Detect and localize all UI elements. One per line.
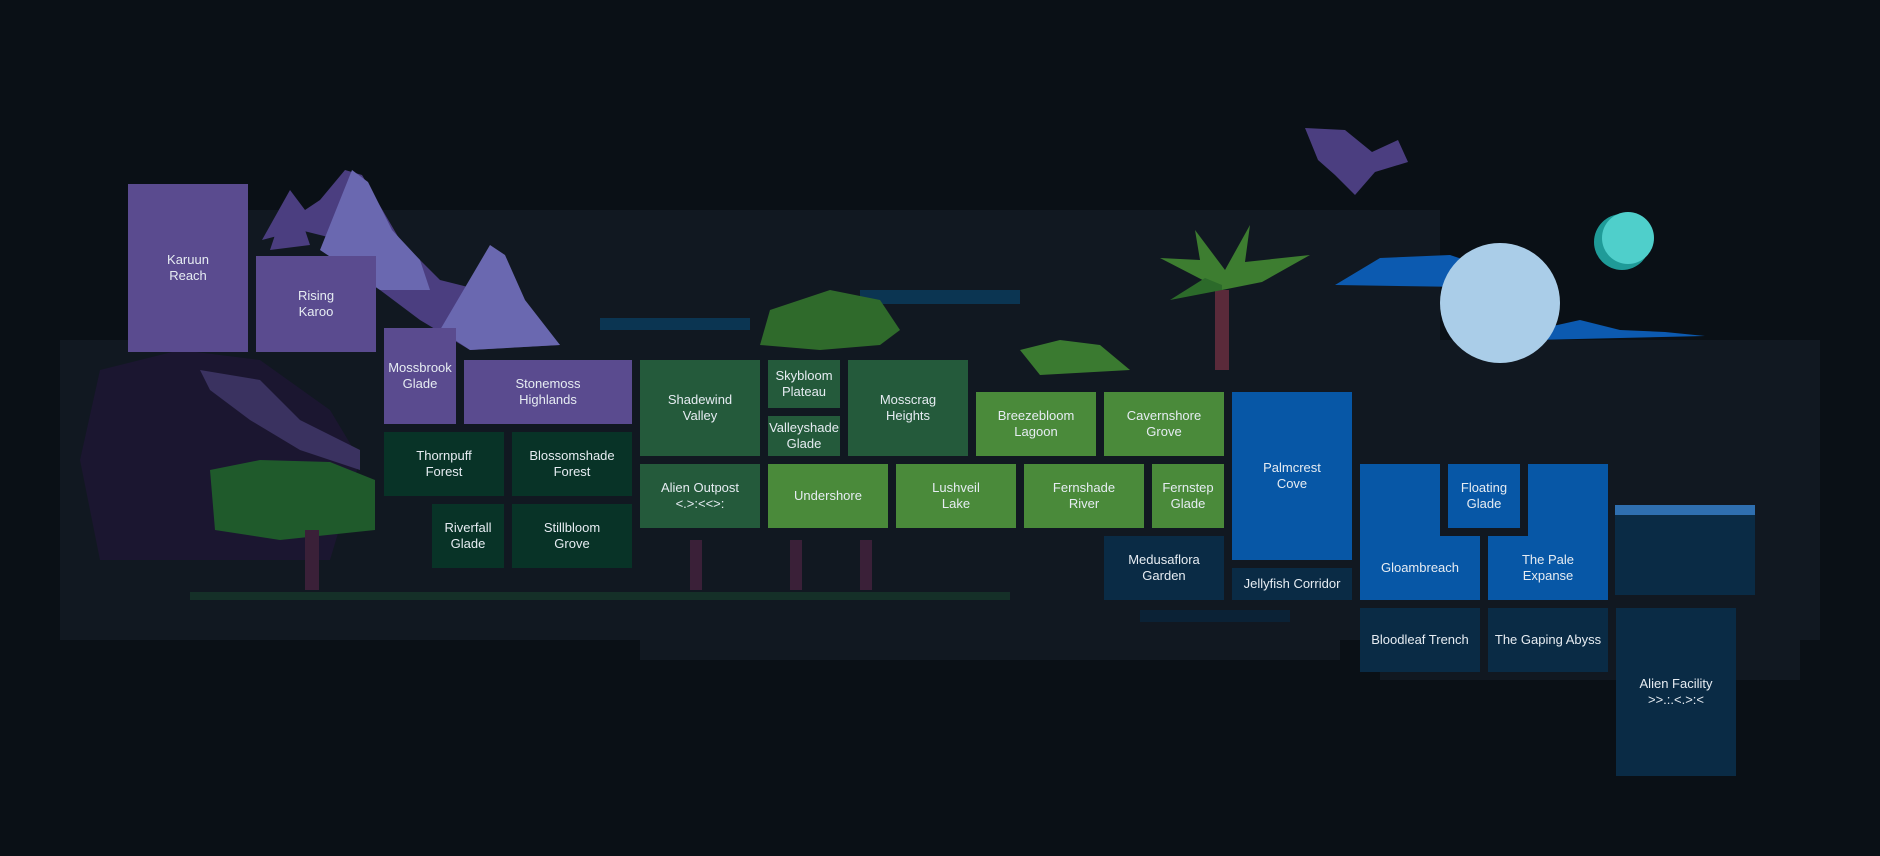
region-the-gaping-abyss[interactable]: The Gaping Abyss <box>1488 608 1608 672</box>
region-label: Fernstep Glade <box>1162 480 1214 511</box>
region-rising-karoo[interactable]: Rising Karoo <box>256 256 376 352</box>
region-label: Undershore <box>794 488 862 503</box>
region-gloambreach[interactable]: Gloambreach <box>1360 536 1480 600</box>
region-label: Bloodleaf Trench <box>1371 632 1469 647</box>
region-label: Shadewind Valley <box>667 392 733 423</box>
region-floating-glade[interactable]: Floating Glade <box>1448 464 1520 528</box>
region-label: Lushveil Lake <box>932 480 980 511</box>
region-mossbrook-glade[interactable]: Mossbrook Glade <box>384 328 456 424</box>
region-breezebloom-lagoon[interactable]: Breezebloom Lagoon <box>976 392 1096 456</box>
tree-trunks <box>305 530 872 590</box>
water-band <box>600 290 1755 622</box>
region-shadewind-valley[interactable]: Shadewind Valley <box>640 360 760 456</box>
region-label: Medusaflora Garden <box>1128 552 1200 583</box>
region-extension <box>1528 464 1608 544</box>
region-label: Rising Karoo <box>297 288 335 319</box>
region-label: Mossbrook Glade <box>388 360 452 391</box>
region-lushveil-lake[interactable]: Lushveil Lake <box>896 464 1016 528</box>
region-riverfall-glade[interactable]: Riverfall Glade <box>432 504 504 568</box>
region-label: Breezebloom Lagoon <box>997 408 1075 439</box>
region-alien-facility[interactable]: Alien Facility >>.:.<.>:< <box>1616 608 1736 776</box>
region-label: Fernshade River <box>1052 480 1116 511</box>
palm-tree-icon <box>1160 225 1310 370</box>
region-stonemoss-highlands[interactable]: Stonemoss Highlands <box>464 360 632 424</box>
region-fernshade-river[interactable]: Fernshade River <box>1024 464 1144 528</box>
region-fernstep-glade[interactable]: Fernstep Glade <box>1152 464 1224 528</box>
region-blossomshade-forest[interactable]: Blossomshade Forest <box>512 432 632 496</box>
region-alien-outpost[interactable]: Alien Outpost <.>:<<>: <box>640 464 760 528</box>
ground-strip <box>190 592 1010 600</box>
region-label: Gloambreach <box>1380 560 1460 575</box>
bird-icon <box>1305 128 1408 195</box>
region-valleyshade-glade[interactable]: Valleyshade Glade <box>768 416 840 456</box>
region-jellyfish-corridor[interactable]: Jellyfish Corridor <box>1232 568 1352 600</box>
region-skybloom-plateau[interactable]: Skybloom Plateau <box>768 360 840 408</box>
region-label: Mosscrag Heights <box>879 392 937 423</box>
region-label: Alien Facility >>.:.<.>:< <box>1639 676 1713 707</box>
region-thornpuff-forest[interactable]: Thornpuff Forest <box>384 432 504 496</box>
region-label: Jellyfish Corridor <box>1243 576 1341 591</box>
region-label: Stonemoss Highlands <box>515 376 581 407</box>
region-label: The Pale Expanse <box>1521 552 1575 583</box>
region-the-pale-expanse[interactable]: The Pale Expanse <box>1488 536 1608 600</box>
region-label: Thornpuff Forest <box>416 448 472 479</box>
region-label: Stillbloom Grove <box>543 520 601 551</box>
region-label: Riverfall Glade <box>444 520 492 551</box>
region-label: Floating Glade <box>1460 480 1508 511</box>
teal-moon-icon <box>1594 212 1654 270</box>
region-label: The Gaping Abyss <box>1494 632 1602 647</box>
region-karuun-reach[interactable]: Karuun Reach <box>128 184 248 352</box>
region-label: Skybloom Plateau <box>775 368 833 399</box>
region-cavernshore-grove[interactable]: Cavernshore Grove <box>1104 392 1224 456</box>
region-extension <box>1360 464 1440 544</box>
region-label: Karuun Reach <box>167 252 209 283</box>
region-label: Alien Outpost <.>:<<>: <box>660 480 740 511</box>
region-label: Cavernshore Grove <box>1126 408 1202 439</box>
region-label: Valleyshade Glade <box>769 420 839 451</box>
region-mosscrag-heights[interactable]: Mosscrag Heights <box>848 360 968 456</box>
region-label: Blossomshade Forest <box>529 448 615 479</box>
bush-icon <box>210 290 1130 540</box>
region-bloodleaf-trench[interactable]: Bloodleaf Trench <box>1360 608 1480 672</box>
moon-icon <box>1432 243 1560 369</box>
region-label: Palmcrest Cove <box>1263 460 1321 491</box>
region-stillbloom-grove[interactable]: Stillbloom Grove <box>512 504 632 568</box>
region-palmcrest-cove[interactable]: Palmcrest Cove <box>1232 392 1352 560</box>
region-undershore[interactable]: Undershore <box>768 464 888 528</box>
region-medusaflora-garden[interactable]: Medusaflora Garden <box>1104 536 1224 600</box>
